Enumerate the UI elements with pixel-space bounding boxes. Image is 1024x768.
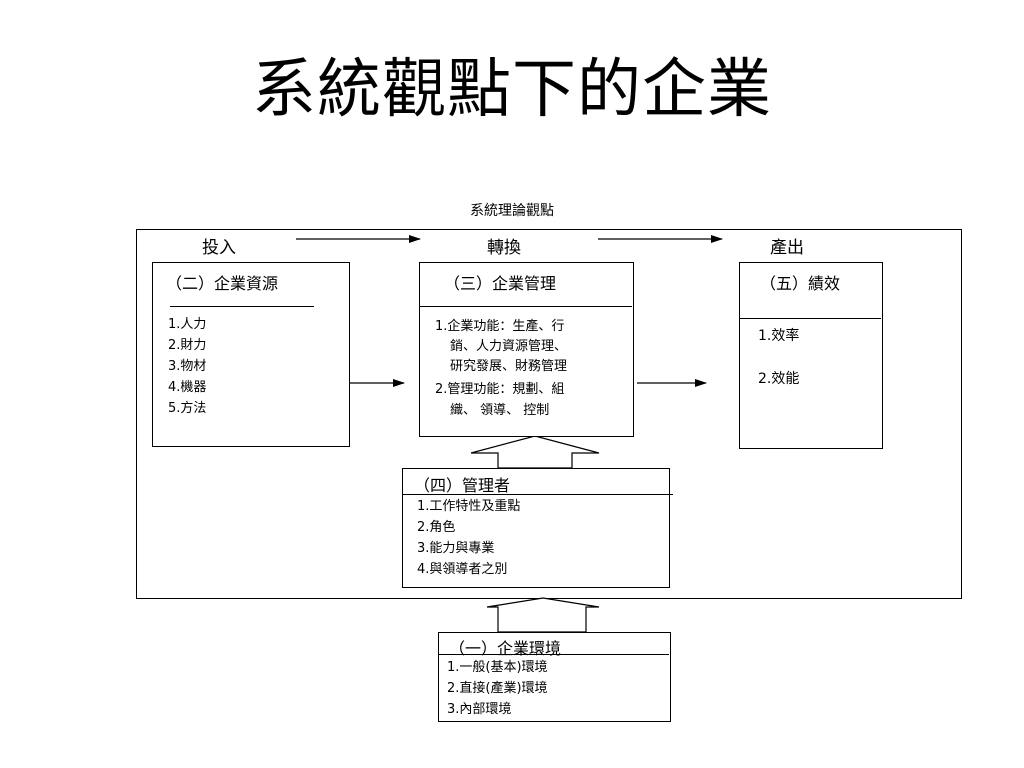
managers-divider xyxy=(403,494,673,495)
management-line: 1.企業功能：生產、行 xyxy=(435,319,565,334)
managers-item: 4.與領導者之別 xyxy=(417,562,508,577)
management-box: （三）企業管理 1.企業功能：生產、行 銷、人力資源管理、 研究發展、財務管理 … xyxy=(419,262,634,437)
resources-item: 3.物材 xyxy=(168,359,207,374)
hollow-arrow-environment-to-system xyxy=(486,597,600,633)
environment-item: 3.內部環境 xyxy=(447,702,512,717)
resources-heading: （二）企業資源 xyxy=(166,274,279,293)
resources-item: 4.機器 xyxy=(168,380,207,395)
performance-box: （五）績效 1.效率 2.效能 xyxy=(739,262,883,449)
resources-box: （二）企業資源 1.人力 2.財力 3.物材 4.機器 5.方法 xyxy=(152,262,350,447)
environment-divider xyxy=(439,654,669,655)
resources-item: 1.人力 xyxy=(168,317,207,332)
performance-item: 2.效能 xyxy=(758,371,800,387)
managers-heading: （四）管理者 xyxy=(414,476,511,495)
managers-item: 2.角色 xyxy=(417,520,456,535)
stage-transform-label: 轉換 xyxy=(487,238,521,258)
stage-input-label: 投入 xyxy=(202,238,236,258)
performance-divider xyxy=(740,318,881,319)
resources-item: 5.方法 xyxy=(168,401,207,416)
managers-item: 1.工作特性及重點 xyxy=(417,499,521,514)
management-heading: （三）企業管理 xyxy=(444,274,557,293)
managers-item: 3.能力與專業 xyxy=(417,541,495,556)
environment-heading: （一）企業環境 xyxy=(449,639,562,658)
management-line: 2.管理功能：規劃、組 xyxy=(435,382,565,397)
resources-item: 2.財力 xyxy=(168,338,207,353)
managers-box: （四）管理者 1.工作特性及重點 2.角色 3.能力與專業 4.與領導者之別 xyxy=(402,468,673,588)
stage-output-label: 產出 xyxy=(770,238,804,258)
diagram-subtitle: 系統理論觀點 xyxy=(470,203,554,219)
environment-item: 2.直接(產業)環境 xyxy=(447,681,548,696)
management-line: 研究發展、財務管理 xyxy=(450,359,568,374)
performance-heading: （五）績效 xyxy=(760,274,841,293)
environment-box: （一）企業環境 1.一般(基本)環境 2.直接(產業)環境 3.內部環境 xyxy=(438,632,671,722)
environment-item: 1.一般(基本)環境 xyxy=(447,660,548,675)
resources-divider xyxy=(170,306,314,307)
management-line: 織、 領導、 控制 xyxy=(450,403,550,418)
management-line: 銷、人力資源管理、 xyxy=(450,339,568,354)
slide-title: 系統觀點下的企業 xyxy=(252,53,772,127)
performance-item: 1.效率 xyxy=(758,328,800,344)
management-divider xyxy=(420,306,632,307)
